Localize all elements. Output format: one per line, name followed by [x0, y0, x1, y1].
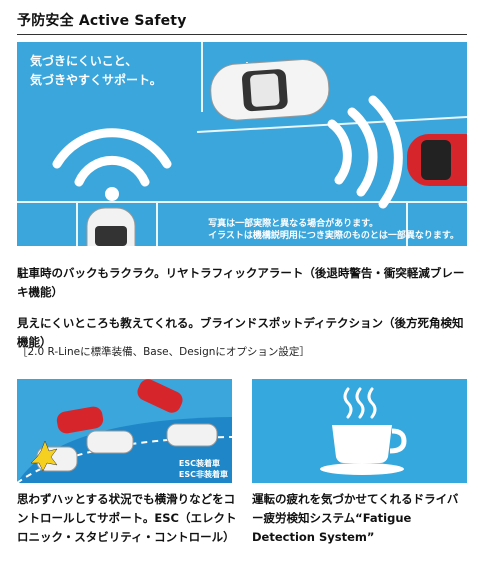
feature-fatigue: 運転の疲れを気づかせてくれるドライバー疲労検知システム“Fatigue Dete… [252, 492, 459, 544]
wifi-waves-icon [52, 95, 403, 209]
parking-lot-graphic [17, 42, 467, 246]
section-header: 予防安全 Active Safety [17, 6, 467, 35]
feature-esc: 思わずハッとする状況でも横滑りなどをコントロールしてサポート。ESC（エレクトロ… [17, 492, 237, 544]
esc-cars [36, 379, 218, 472]
parked-car [86, 207, 136, 246]
white-car [210, 59, 330, 121]
red-car [407, 134, 467, 186]
feature-rear-traffic: 駐車時のバックもラクラク。リヤトラフィックアラート（後退時警告・衝突軽減ブレーキ… [17, 266, 465, 299]
fatigue-illustration [252, 379, 467, 483]
hero-caption: 気づきにくいこと、 気づきやすくサポート。 [30, 54, 162, 87]
hero-disclaimer: 写真は一部実際と異なる場合があります。 イラストは機構説明用につき実際のものとは… [208, 219, 459, 241]
availability-note: ［2.0 R-Lineに標準装備、Base、Designにオプション設定］ [17, 346, 310, 358]
esc-graphic [17, 379, 232, 483]
hero-illustration: 気づきにくいこと、 気づきやすくサポート。 写真は一部実際と異なる場合があります… [17, 42, 467, 246]
coffee-cup-icon [320, 387, 407, 475]
warning-spark-icon [30, 440, 58, 472]
esc-illustration: ESC装着車 ESC非装着車 [17, 379, 232, 483]
feature-blind-spot: 見えにくいところも教えてくれる。ブラインドスポットディテクション（後方死角検知機… [17, 316, 464, 349]
esc-legend: ESC装着車 ESC非装着車 [178, 459, 228, 479]
section-title: 予防安全 Active Safety [17, 13, 187, 29]
